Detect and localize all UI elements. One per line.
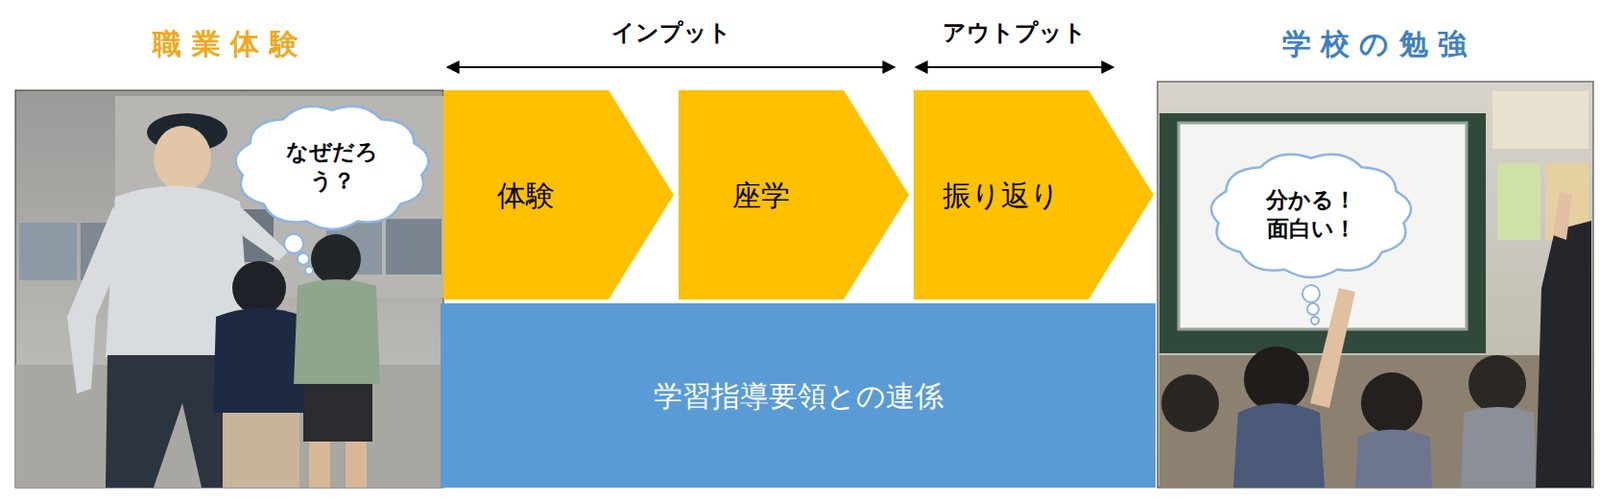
node-text: 体験 <box>497 176 555 215</box>
bubble-tail <box>1311 316 1319 325</box>
classroom-photo <box>1157 81 1594 488</box>
process-chevron: 座学 <box>678 90 909 300</box>
node-text: 振り返り <box>942 176 1060 215</box>
output-range-arrow <box>915 66 1114 69</box>
section-heading: 学 校 の 勉 強 <box>1282 24 1468 65</box>
chevron-fill <box>443 90 674 300</box>
bubble-tail <box>305 266 313 275</box>
band-fill <box>440 303 1156 488</box>
node-text: 分かる！ 面白い！ <box>1257 186 1365 244</box>
cloud-outline <box>1211 154 1411 278</box>
foundation-band: 学習指導要領との連係 <box>440 303 1156 488</box>
chevron-fill <box>678 90 909 300</box>
chevron-fill <box>913 90 1154 300</box>
range-label: インプット <box>611 17 732 48</box>
job-photo <box>15 90 444 488</box>
thought-bubble: なぜだろう？ <box>224 95 440 239</box>
process-chevron: 振り返り <box>913 90 1154 300</box>
thought-bubble: 分かる！ 面白い！ <box>1199 143 1423 287</box>
thought-bubble-outline <box>1199 143 1423 287</box>
bubble-tail <box>284 234 304 254</box>
thought-bubble-outline <box>224 95 440 239</box>
node-text: 座学 <box>732 176 790 215</box>
process-chevron-outline <box>678 90 909 300</box>
node-text: なぜだろう？ <box>282 138 383 196</box>
range-label: アウトプット <box>942 17 1087 48</box>
bubble-tail <box>297 253 310 265</box>
process-chevron: 体験 <box>443 90 674 300</box>
cloud-outline <box>236 106 430 230</box>
input-range-arrow <box>447 66 895 69</box>
node-text: 学習指導要領との連係 <box>653 377 944 415</box>
bubble-tail <box>1307 303 1319 315</box>
bubble-tail <box>1302 285 1320 303</box>
section-heading: 職 業 体 験 <box>152 24 298 65</box>
process-chevron-outline <box>443 90 674 300</box>
